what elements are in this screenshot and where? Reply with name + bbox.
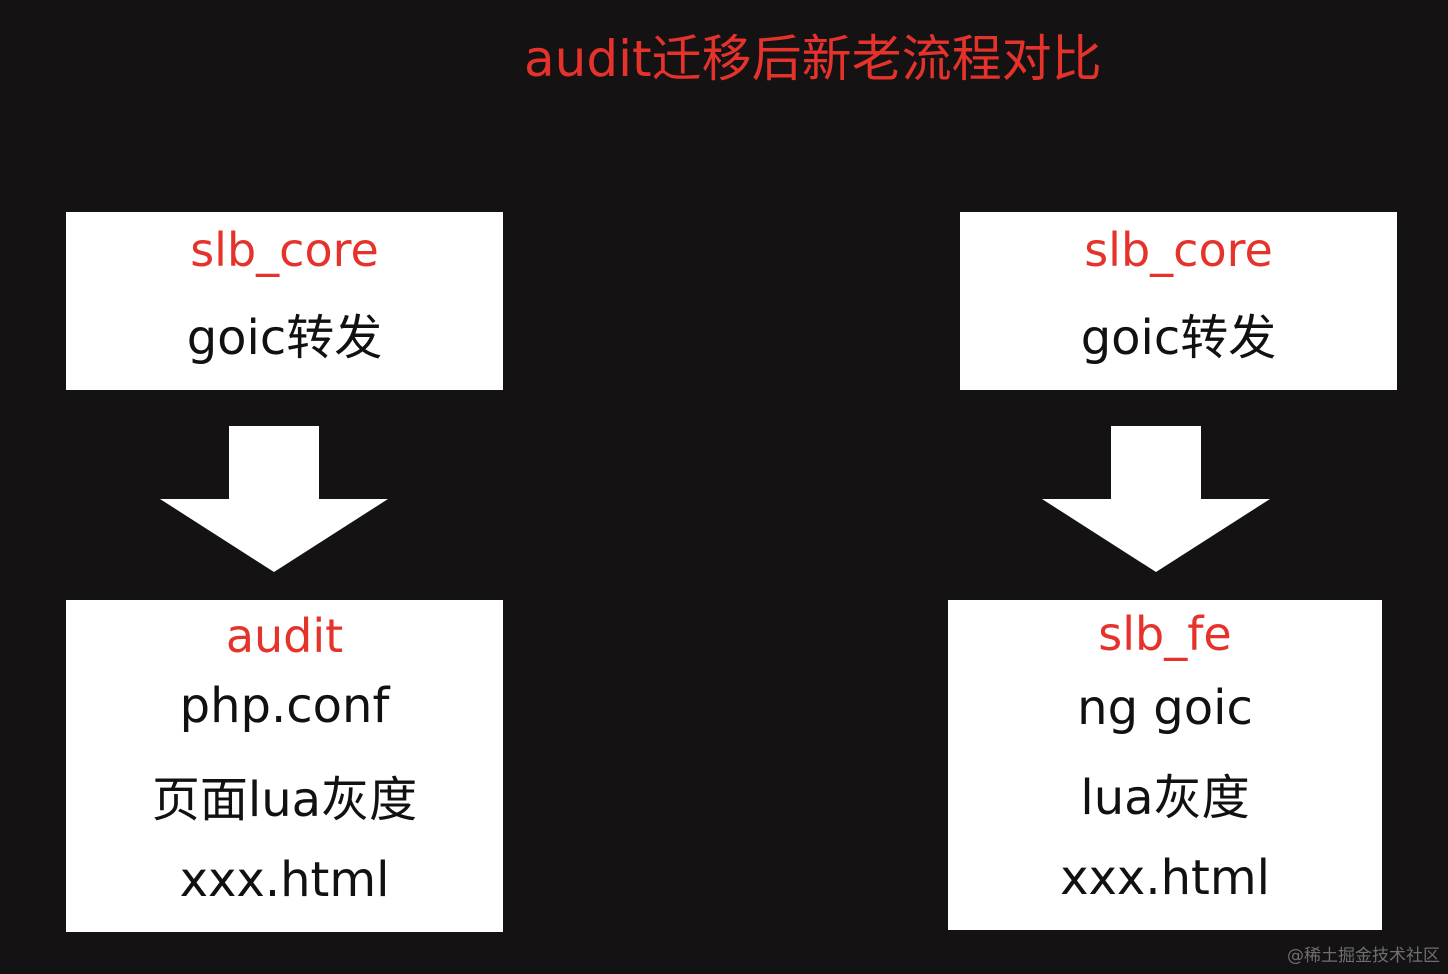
right-top-box-line-1: goic转发 — [1080, 310, 1277, 366]
right-top-box: slb_core goic转发 — [960, 212, 1397, 390]
left-top-box: slb_core goic转发 — [66, 212, 503, 390]
left-top-box-line-1: goic转发 — [186, 310, 383, 366]
right-bottom-box-line-3: xxx.html — [1060, 850, 1270, 906]
left-bottom-box: audit php.conf 页面lua灰度 xxx.html — [66, 600, 503, 932]
left-bottom-box-heading: audit — [225, 609, 344, 663]
left-bottom-box-line-1: php.conf — [179, 678, 390, 734]
right-bottom-box-line-2: lua灰度 — [1080, 770, 1250, 826]
left-top-box-heading: slb_core — [190, 223, 379, 277]
left-bottom-box-line-3: xxx.html — [179, 852, 390, 908]
right-down-arrow — [1042, 426, 1270, 572]
right-bottom-box-heading: slb_fe — [1098, 607, 1232, 661]
watermark: @稀土掘金技术社区 — [1287, 946, 1440, 966]
right-bottom-box: slb_fe ng goic lua灰度 xxx.html — [948, 600, 1382, 930]
right-bottom-box-line-1: ng goic — [1077, 680, 1253, 736]
diagram-title: audit迁移后新老流程对比 — [524, 30, 1102, 88]
right-top-box-heading: slb_core — [1084, 223, 1273, 277]
left-down-arrow — [160, 426, 388, 572]
left-bottom-box-line-2: 页面lua灰度 — [151, 772, 418, 828]
